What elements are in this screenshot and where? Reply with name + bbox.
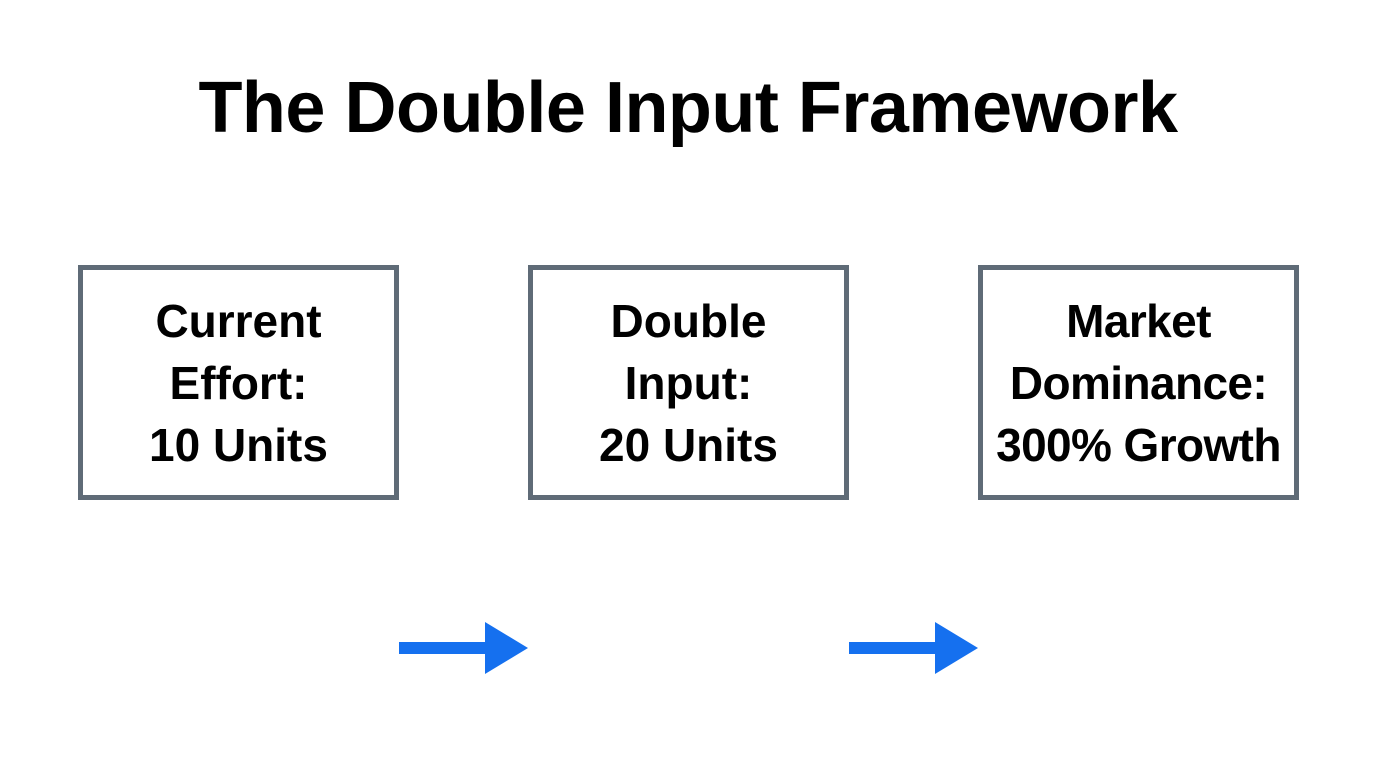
flow-node-line: 10 Units [149, 418, 328, 471]
flow-node-market-dominance[interactable]: Market Dominance: 300% Growth [978, 265, 1299, 500]
flow-node-line: 300% Growth [996, 418, 1281, 471]
flow-node-current-effort[interactable]: Current Effort: 10 Units [78, 265, 399, 500]
right-arrow-icon [399, 622, 528, 674]
flow-node-line: Dominance: [1009, 356, 1268, 409]
flow-node-line: Effort: [169, 356, 308, 409]
flow-node-double-input[interactable]: Double Input: 20 Units [528, 265, 849, 500]
flow-node-line: Double [610, 294, 767, 347]
flow-node-line: 20 Units [599, 418, 778, 471]
right-arrow-icon [849, 622, 978, 674]
flow-node-line: Input: [624, 356, 753, 409]
flow-node-line: Current [155, 294, 322, 347]
page-title: The Double Input Framework [198, 68, 1178, 148]
flow-diagram: Current Effort: 10 Units Double Input: 2… [0, 265, 1376, 674]
flow-node-line: Market [1066, 294, 1211, 347]
